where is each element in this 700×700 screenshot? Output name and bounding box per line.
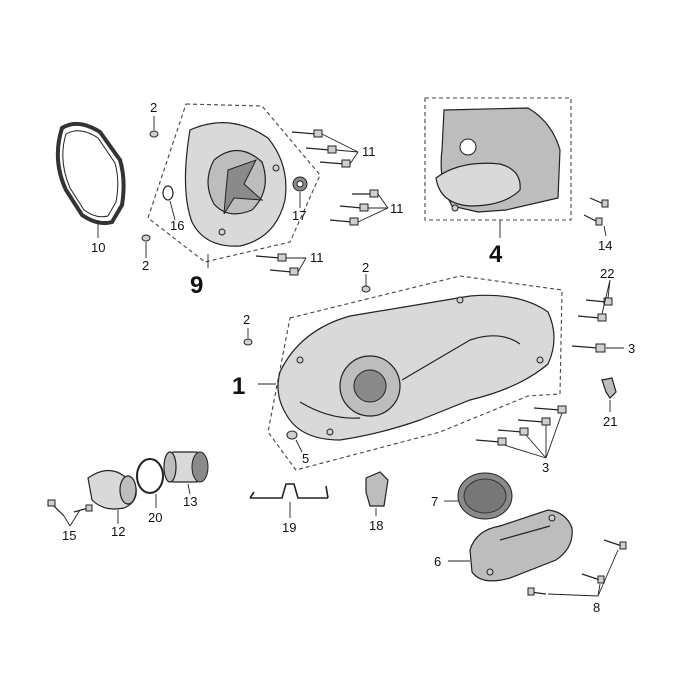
label-2d: 2 [243,312,250,327]
label-2a: 2 [150,100,157,115]
oil-seal-17 [292,176,308,192]
leader-5 [295,439,303,453]
air-filter-7-inner [463,478,507,514]
transmission-cover-part-1 [277,294,555,441]
filter-cover-6 [469,509,573,582]
label-3b: 3 [542,460,549,475]
group-4-outline [424,97,572,221]
label-6: 6 [434,554,441,569]
label-17: 17 [292,208,306,223]
leader-13 [187,483,191,495]
label-14: 14 [598,238,612,253]
screw-3-right [571,343,606,353]
spring-clip-19 [249,483,329,499]
label-2c: 2 [362,260,369,275]
label-22: 22 [600,266,614,281]
screws-3-lower [475,405,567,446]
label-15: 15 [62,528,76,543]
o-ring-20 [136,458,164,494]
leader-15 [63,509,81,527]
dowel-2d [243,338,253,346]
label-11a: 11 [362,144,376,159]
label-3a: 3 [628,341,635,356]
dowel-5 [286,430,298,440]
leader-3b [503,412,563,459]
dowel-2c [361,285,371,293]
filter-cap-12 [87,469,137,510]
dowel-2b [141,234,151,242]
group-1-outline [267,275,563,471]
leader-14 [603,225,607,237]
group-9-outline [147,103,321,263]
label-8: 8 [593,600,600,615]
screws-15 [47,499,93,517]
leader-11c [286,257,307,273]
gasket-part [55,121,126,226]
screws-14 [583,197,609,226]
leader-11b [357,193,389,223]
label-21: 21 [603,414,617,429]
label-10: 10 [91,240,105,255]
clip-21 [601,377,617,399]
label-11b: 11 [390,201,404,216]
o-ring-16 [162,185,174,201]
dowel-2a [149,130,159,138]
label-5: 5 [302,451,309,466]
leader-11a [321,133,359,165]
screws-11-top [291,129,351,168]
oil-filter-13 [163,451,209,483]
bracket-18 [365,471,389,507]
screws-8 [527,539,627,596]
label-1: 1 [232,373,245,400]
label-13: 13 [183,494,197,509]
label-11c: 11 [310,250,324,265]
leader-8 [547,549,619,597]
screws-11-low [255,253,299,276]
label-2b: 2 [142,258,149,273]
screws-22 [577,297,613,322]
label-9: 9 [190,272,203,299]
leader-16 [169,200,176,221]
clutch-cover-part [184,122,287,247]
label-18: 18 [369,518,383,533]
label-16: 16 [170,218,184,233]
leader-22 [601,279,611,315]
label-4: 4 [489,241,503,268]
label-19: 19 [282,520,296,535]
label-20: 20 [148,510,162,525]
screws-11-mid [329,189,379,226]
label-7: 7 [431,494,438,509]
label-12: 12 [111,524,125,539]
inner-cover-part-4 [435,107,561,213]
